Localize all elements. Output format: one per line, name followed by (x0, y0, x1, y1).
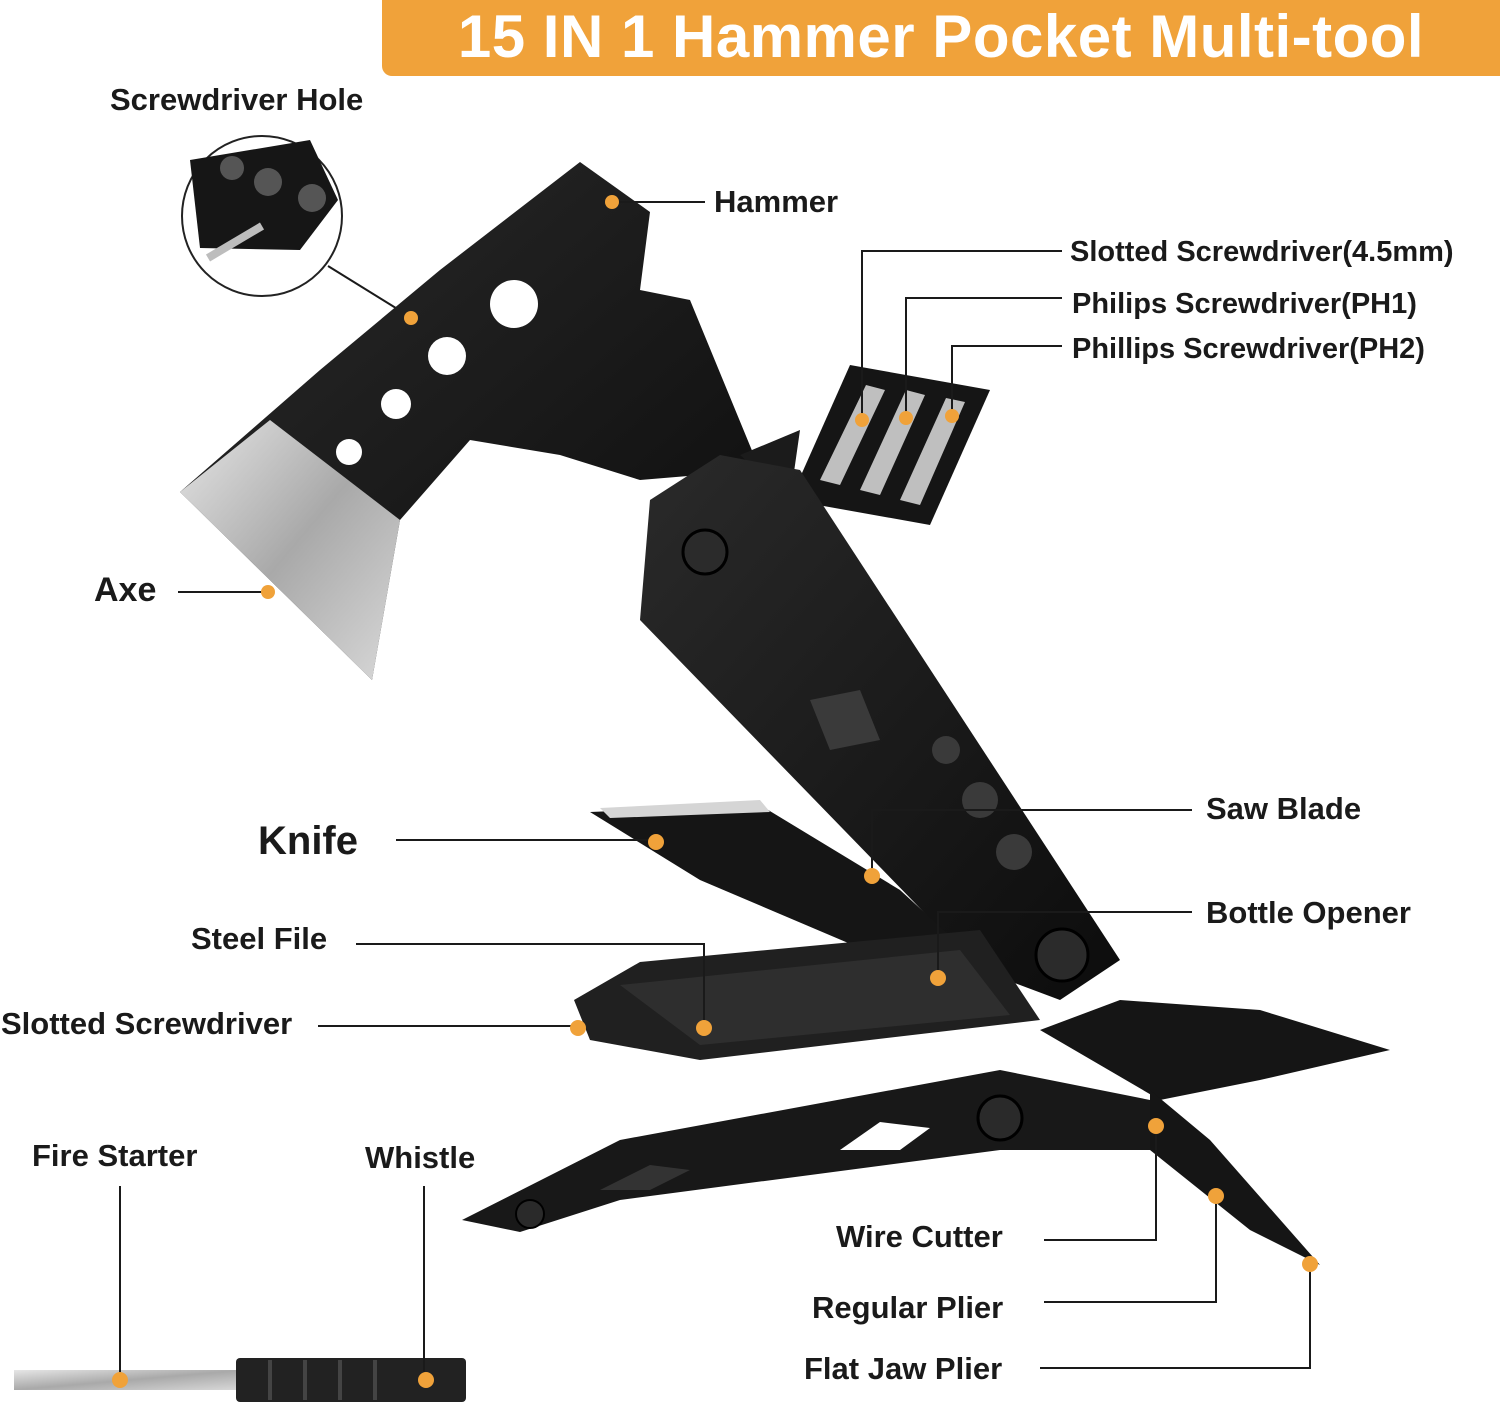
label-steel-file: Steel File (191, 921, 328, 956)
pliers (462, 1000, 1390, 1265)
title-banner: 15 IN 1 Hammer Pocket Multi-tool (382, 0, 1500, 76)
label-hammer: Hammer (714, 184, 839, 219)
knife-blade (590, 800, 960, 965)
label-regular-plier: Regular Plier (812, 1290, 1004, 1325)
label-flat-jaw-plier: Flat Jaw Plier (804, 1351, 1003, 1386)
label-philips-screwdriver-ph1: Philips Screwdriver(PH1) (1072, 288, 1417, 320)
fire-starter-and-whistle (14, 1358, 466, 1402)
label-knife: Knife (258, 819, 358, 863)
label-axe: Axe (94, 571, 157, 609)
label-slotted-screwdriver-4-5mm: Slotted Screwdriver(4.5mm) (1070, 236, 1454, 268)
label-fire-starter: Fire Starter (32, 1138, 198, 1173)
label-screwdriver-hole: Screwdriver Hole (110, 82, 364, 117)
label-phillips-screwdriver-ph2: Phillips Screwdriver(PH2) (1072, 333, 1425, 365)
label-saw-blade: Saw Blade (1206, 791, 1362, 826)
label-slotted-screwdriver: Slotted Screwdriver (1, 1006, 293, 1041)
label-whistle: Whistle (365, 1140, 476, 1175)
screwdriver-hole-inset (181, 135, 413, 319)
label-bottle-opener: Bottle Opener (1206, 895, 1411, 930)
label-wire-cutter: Wire Cutter (836, 1219, 1003, 1254)
page-title: 15 IN 1 Hammer Pocket Multi-tool (457, 3, 1425, 70)
axe-head (180, 162, 760, 680)
leader-lines (119, 201, 1311, 1380)
handle-body (640, 455, 1120, 1000)
marker-dots (112, 195, 1318, 1388)
steel-file (574, 930, 1040, 1060)
bit-holder (740, 365, 990, 525)
